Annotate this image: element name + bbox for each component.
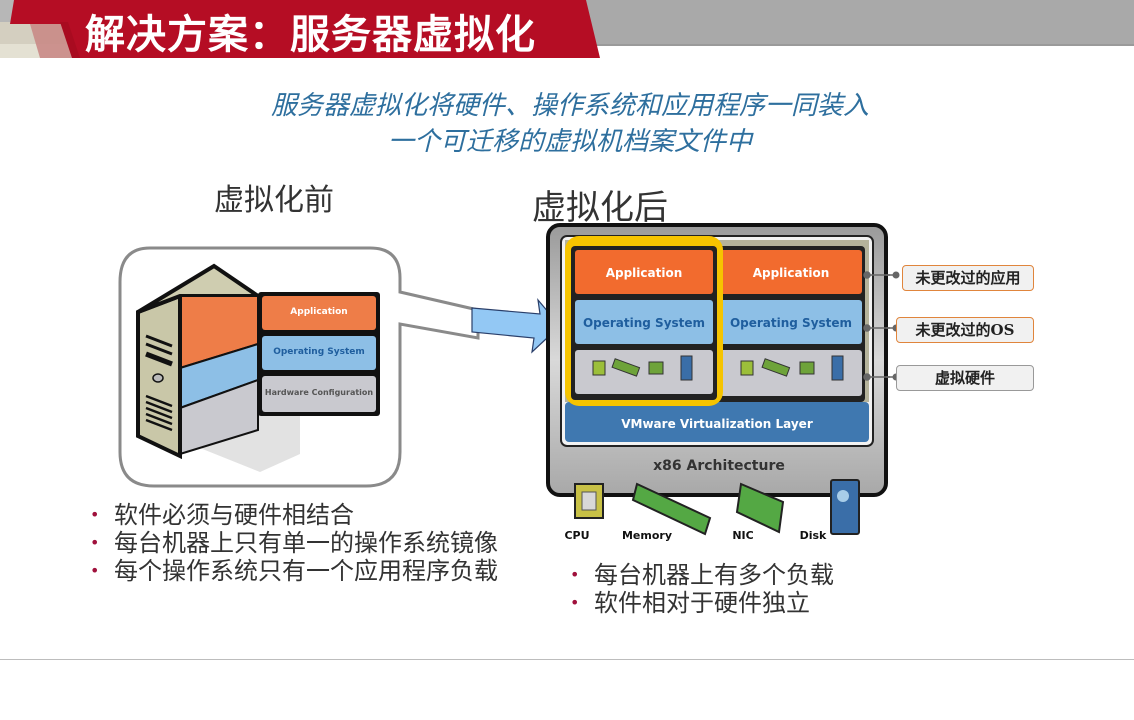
disk-icon [830, 479, 860, 535]
callout-unmodified-app: 未更改过的应用 [902, 265, 1034, 291]
virtual-hardware-icons [592, 355, 844, 381]
callout-virtual-hardware: 虚拟硬件 [896, 365, 1034, 391]
memory-icon [631, 482, 712, 536]
architecture-label: x86 Architecture [653, 458, 785, 474]
memory-label: Memory [621, 529, 673, 542]
before-application-label: Application [290, 307, 348, 317]
after-diagram [546, 223, 890, 536]
before-application-layer [262, 296, 376, 330]
bullet-item: 每台机器上有多个负载 [566, 561, 886, 589]
bullet-item: 每个操作系统只有一个应用程序负载 [86, 557, 506, 585]
server-tower-icon [136, 263, 265, 460]
callout-unmodified-os: 未更改过的OS [896, 317, 1034, 343]
before-os-label: Operating System [273, 347, 365, 357]
cpu-icon [574, 483, 604, 519]
bullet-item: 软件相对于硬件独立 [566, 589, 886, 617]
disk-label: Disk [799, 529, 827, 542]
callout-connectors [863, 271, 890, 381]
footer-divider [0, 659, 1134, 660]
before-bullet-list: 软件必须与硬件相结合 每台机器上只有单一的操作系统镜像 每个操作系统只有一个应用… [86, 501, 506, 585]
page-title: 解决方案：服务器虚拟化 [85, 12, 536, 58]
vm1-application-label: Application [605, 266, 683, 280]
bullet-item: 软件必须与硬件相结合 [86, 501, 506, 529]
after-bullet-list: 每台机器上有多个负载 软件相对于硬件独立 [566, 561, 886, 617]
before-diagram [118, 246, 561, 488]
arrow-right-icon [471, 298, 561, 354]
bullet-item: 每台机器上只有单一的操作系统镜像 [86, 529, 506, 557]
before-os-layer [262, 336, 376, 370]
nic-icon [735, 482, 785, 534]
after-heading: 虚拟化后 [532, 188, 668, 228]
nic-label: NIC [732, 529, 754, 542]
subtitle-line-2: 一个可迁移的虚拟机档案文件中 [387, 127, 752, 157]
subtitle-line-1: 服务器虚拟化将硬件、操作系统和应用程序一同装入 [270, 91, 869, 121]
before-hardware-layer [262, 376, 376, 412]
header-title-banner [10, 0, 600, 58]
vm1-os-label: Operating System [582, 316, 706, 330]
before-heading: 虚拟化前 [214, 183, 334, 218]
virtualization-layer-label: VMware Virtualization Layer [621, 417, 813, 431]
cpu-label: CPU [564, 529, 590, 542]
vm2-os-label: Operating System [729, 316, 853, 330]
subtitle: 服务器虚拟化将硬件、操作系统和应用程序一同装入 一个可迁移的虚拟机档案文件中 [180, 88, 960, 160]
before-hardware-label: Hardware Configuration [264, 388, 374, 397]
vm2-application-label: Application [752, 266, 830, 280]
virtualization-layer [565, 402, 869, 442]
